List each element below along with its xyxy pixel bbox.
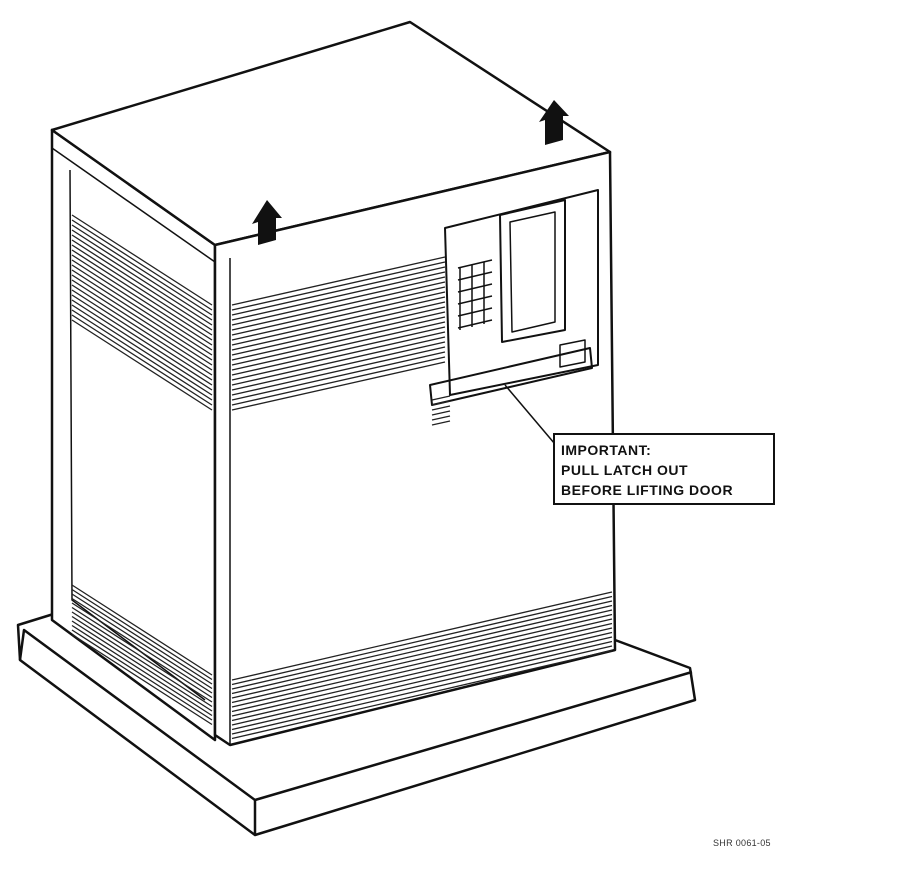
lift-arrows [252,100,569,245]
keypad [457,259,493,330]
callout-line: IMPORTANT: [561,442,652,458]
figure-code: SHR 0061-05 [713,838,771,848]
arrow-up-icon [539,100,569,145]
callout-line: BEFORE LIFTING DOOR [561,482,734,498]
arrow-up-icon [252,200,282,245]
leader-line [504,384,561,451]
control-panel [444,189,599,396]
louvers [71,214,613,740]
latch [429,347,593,406]
callout-line: PULL LATCH OUT [561,462,689,478]
important-callout: IMPORTANT: PULL LATCH OUT BEFORE LIFTING… [553,433,775,505]
front-door [213,150,617,747]
